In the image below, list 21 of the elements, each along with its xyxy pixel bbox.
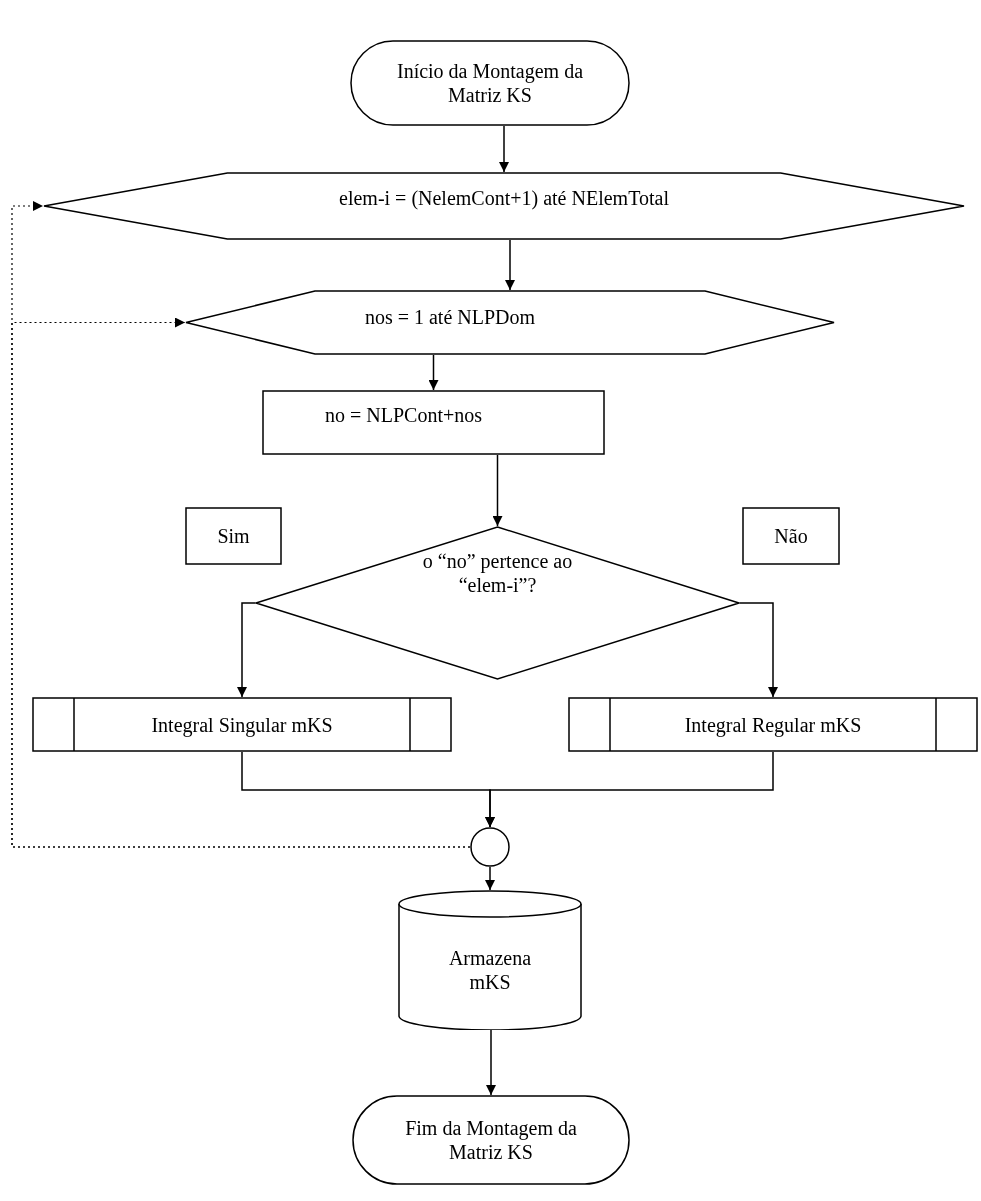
node-label: Início da Montagem da Matriz KS	[395, 59, 585, 107]
node-label: no = NLPCont+nos	[324, 402, 483, 427]
arrow	[739, 602, 778, 698]
node-label: Armazena mKS	[447, 946, 533, 994]
arrow	[428, 354, 439, 391]
arrow	[505, 239, 515, 291]
node-label: Sim	[216, 524, 251, 548]
arrow	[485, 866, 495, 891]
arrow	[492, 454, 503, 527]
node-label: Integral Singular mKS	[150, 712, 334, 737]
node-label: Não	[773, 524, 809, 548]
arrow	[485, 751, 774, 828]
node-label: Fim da Montagem da Matriz KS	[404, 1116, 578, 1164]
node-label: o “no” pertence ao “elem-i”?	[421, 549, 574, 597]
node-label: elem-i = (NelemCont+1) até NElemTotal	[338, 186, 670, 210]
node-label: nos = 1 até NLPDom	[363, 304, 537, 329]
arrow	[237, 602, 256, 698]
arrow	[499, 125, 509, 173]
node-label: Integral Regular mKS	[683, 712, 863, 737]
dotted-loop-arrow	[11, 317, 471, 848]
arrow	[486, 1029, 496, 1096]
